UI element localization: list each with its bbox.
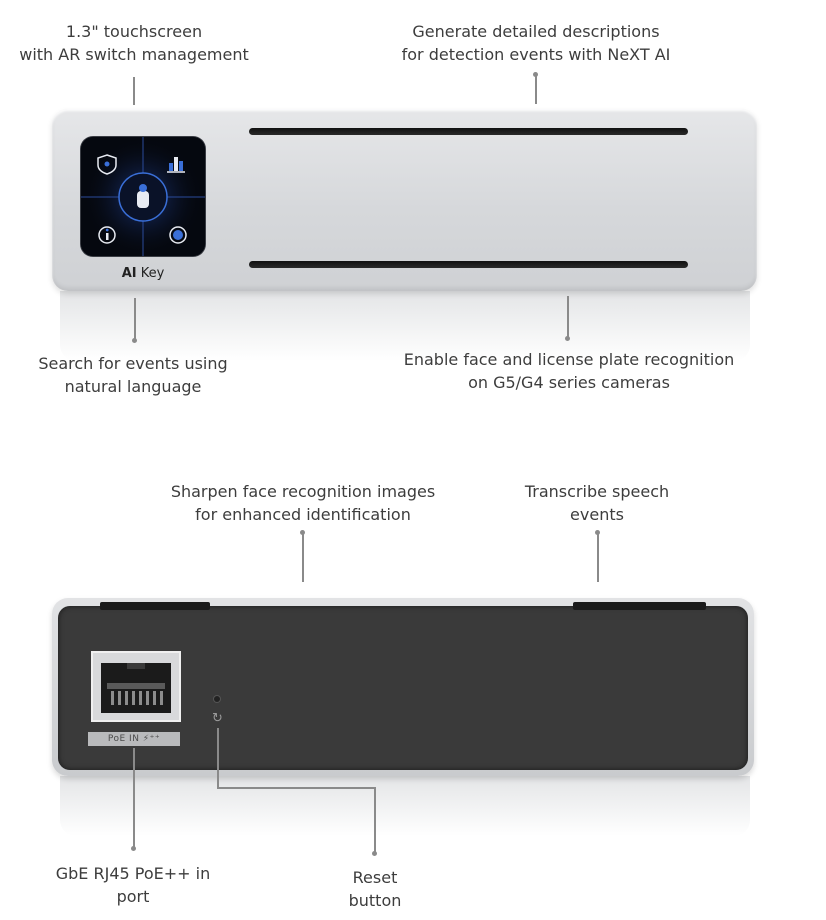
leader-sharpen-dot bbox=[300, 530, 305, 535]
leader-transcribe-dot bbox=[595, 530, 600, 535]
leader-recognition bbox=[567, 296, 569, 338]
front-vent-bottom bbox=[249, 261, 688, 268]
callout-reset: Reset button bbox=[348, 868, 402, 910]
front-reflection bbox=[60, 291, 750, 361]
front-vent-top bbox=[249, 128, 688, 135]
shield-icon bbox=[97, 154, 117, 175]
leader-port-dot bbox=[131, 846, 136, 851]
reset-icon[interactable]: ↻ bbox=[212, 711, 223, 726]
info-icon bbox=[98, 226, 116, 244]
device-label: AI Key bbox=[81, 266, 205, 281]
leader-descriptions-dot bbox=[533, 72, 538, 77]
callout-port: GbE RJ45 PoE++ in port bbox=[55, 864, 211, 906]
camera-icon bbox=[137, 184, 149, 208]
rj45-port bbox=[91, 651, 181, 722]
leader-descriptions bbox=[535, 74, 537, 104]
leader-port bbox=[133, 748, 135, 848]
poe-in-label: PoE IN ⚡⁺⁺ bbox=[88, 732, 180, 746]
touchscreen-ui bbox=[81, 137, 205, 256]
rj45-socket bbox=[101, 663, 171, 713]
rj45-contacts bbox=[107, 663, 165, 705]
leader-sharpen bbox=[302, 532, 304, 582]
device-label-rest: Key bbox=[136, 266, 165, 281]
touchscreen bbox=[81, 137, 205, 256]
leader-reset-vertical bbox=[217, 728, 219, 788]
device-label-bold: AI bbox=[121, 266, 137, 281]
callout-recognition: Enable face and license plate recognitio… bbox=[403, 350, 735, 392]
leader-recognition-dot bbox=[565, 336, 570, 341]
leader-transcribe bbox=[597, 532, 599, 582]
leader-search bbox=[134, 298, 136, 340]
leader-reset-dot bbox=[372, 851, 377, 856]
leader-search-dot bbox=[132, 338, 137, 343]
rear-slot-left bbox=[100, 602, 210, 610]
leader-reset-horizontal bbox=[217, 787, 375, 789]
callout-search: Search for events using natural language bbox=[38, 354, 228, 396]
callout-descriptions: Generate detailed descriptions for detec… bbox=[401, 22, 671, 64]
bar-chart-icon bbox=[167, 157, 185, 173]
compass-icon bbox=[169, 226, 187, 244]
rear-reflection bbox=[60, 776, 750, 836]
leader-touchscreen bbox=[133, 77, 135, 105]
leader-reset-down bbox=[374, 787, 376, 853]
status-led bbox=[214, 696, 220, 702]
callout-sharpen: Sharpen face recognition images for enha… bbox=[170, 482, 436, 524]
callout-touchscreen: 1.3" touchscreen with AR switch manageme… bbox=[19, 22, 249, 64]
callout-transcribe: Transcribe speech events bbox=[524, 482, 670, 524]
rear-slot-right bbox=[573, 602, 706, 610]
